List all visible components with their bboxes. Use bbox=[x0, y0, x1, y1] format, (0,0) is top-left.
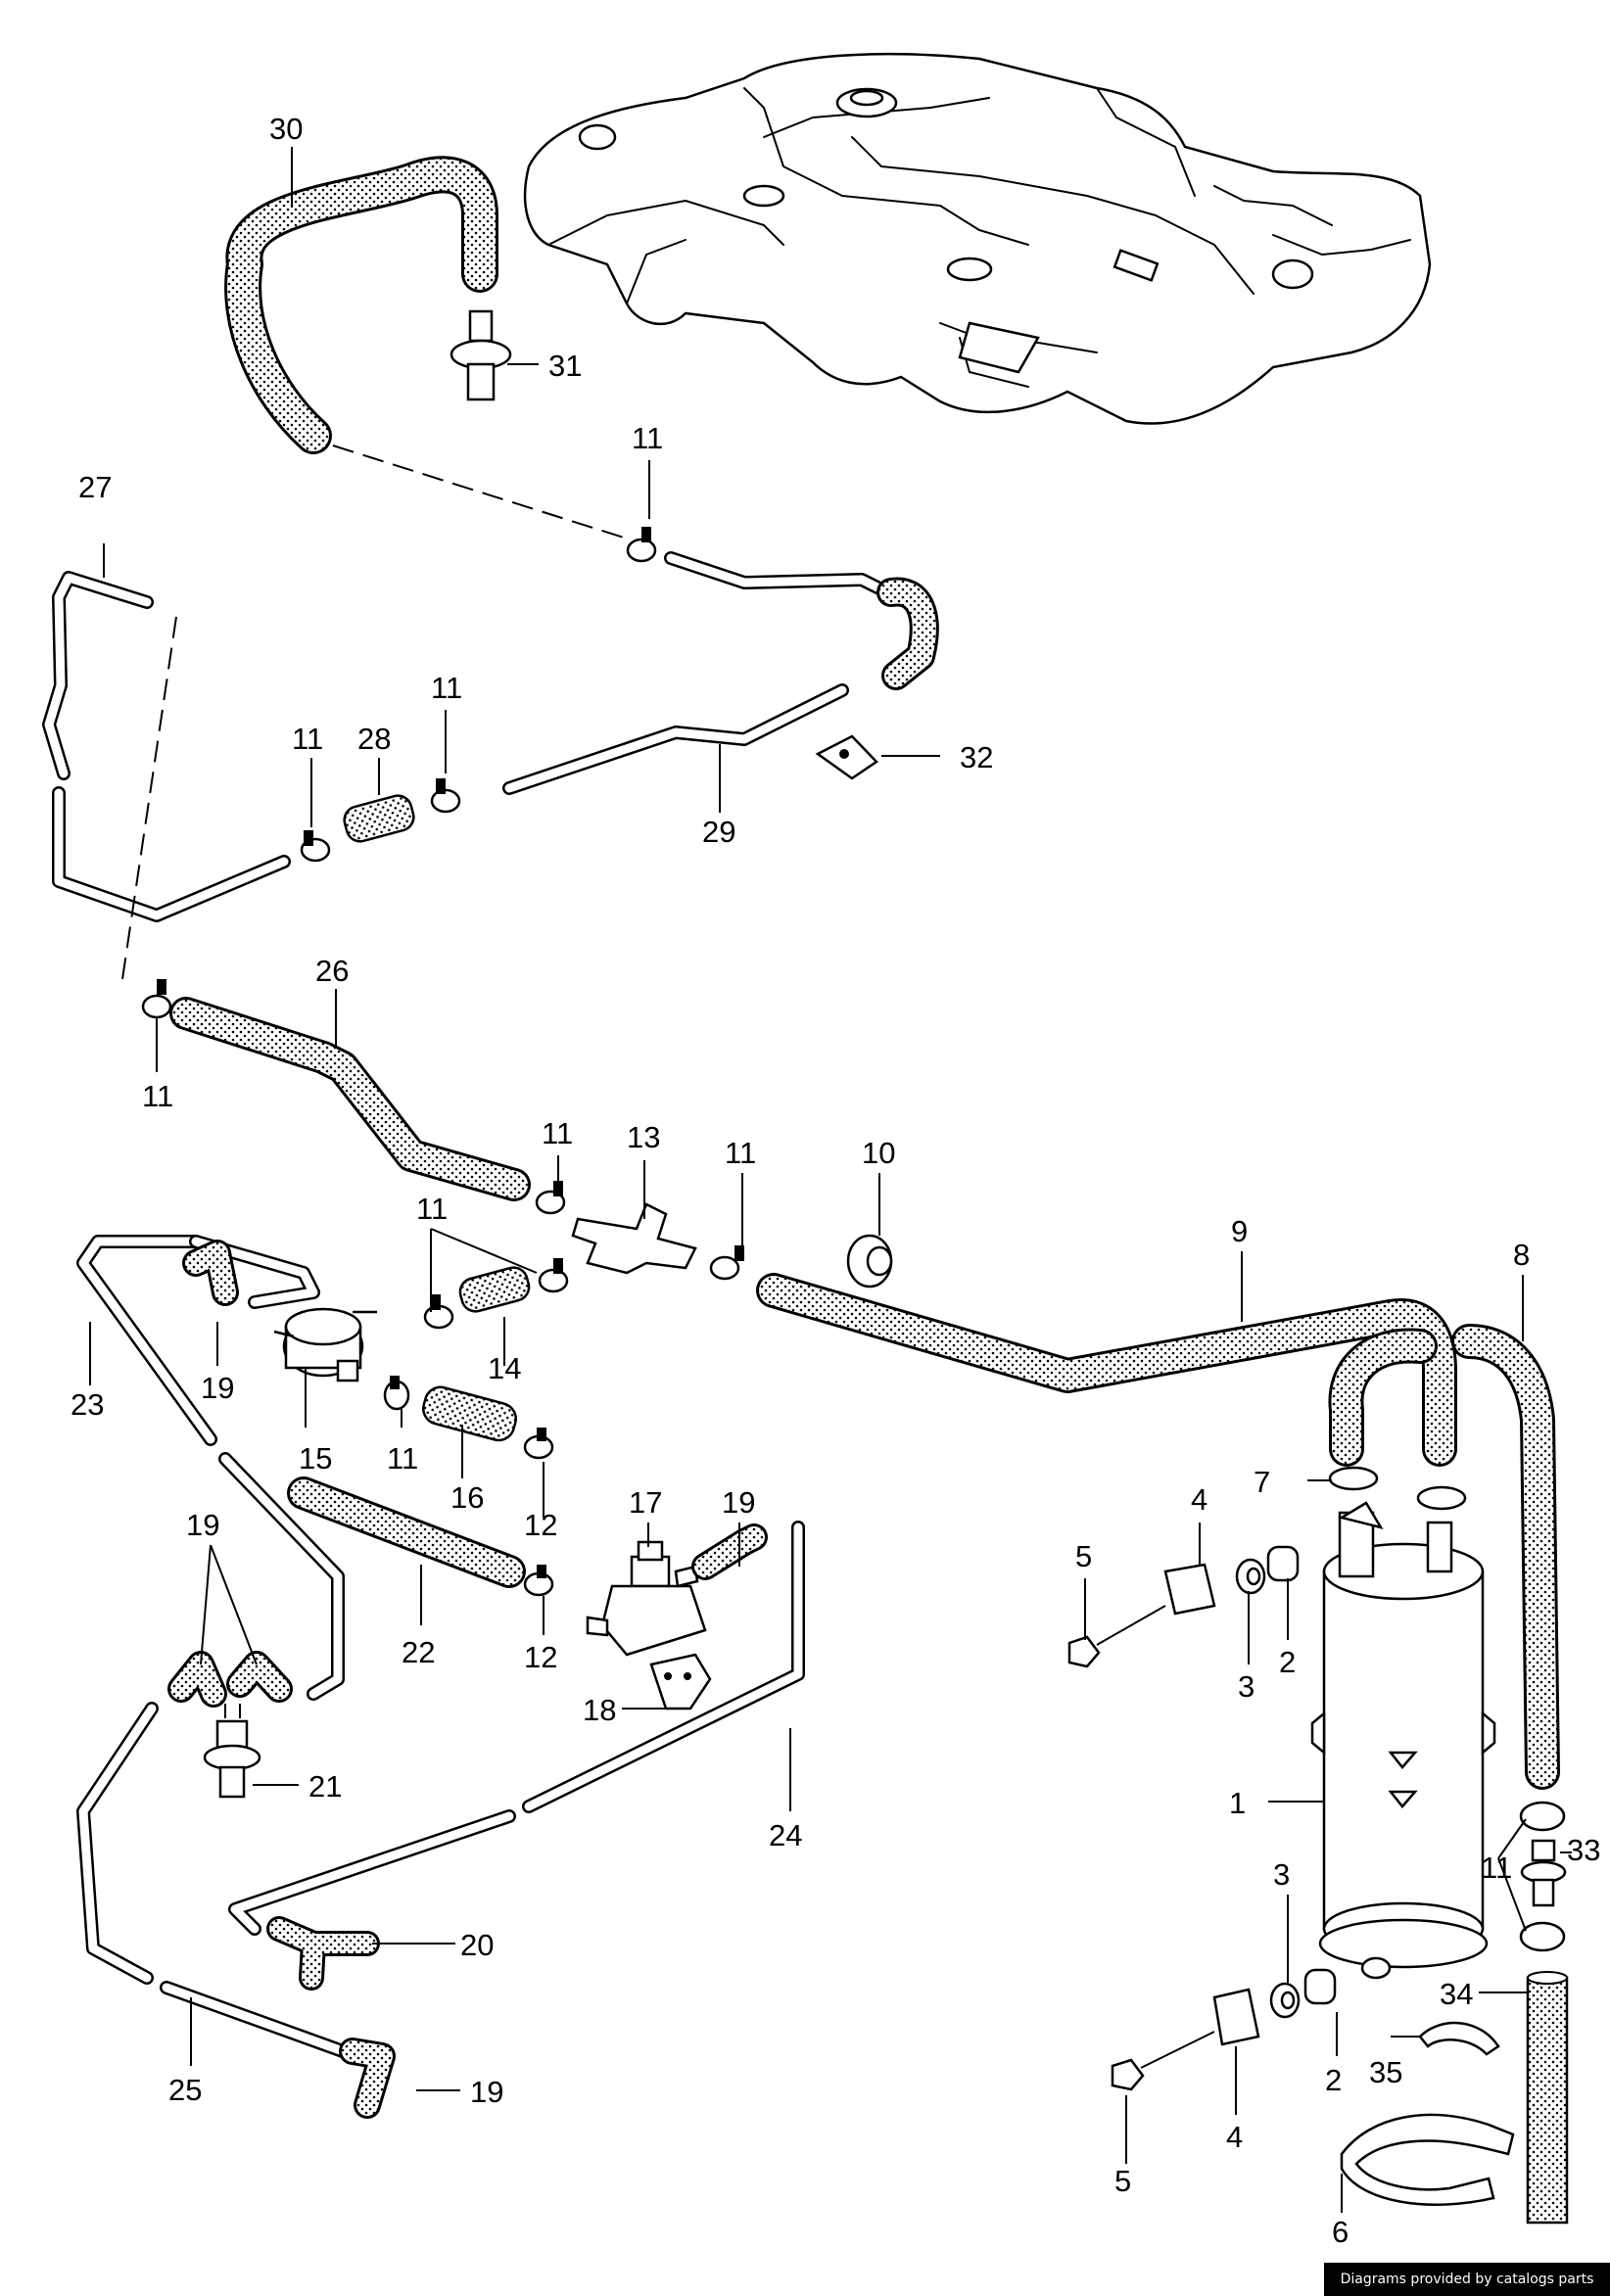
pipe-23 bbox=[76, 1235, 345, 1701]
callout-5: 5 bbox=[1075, 1539, 1092, 1573]
hose-16 bbox=[422, 1385, 517, 1442]
callout-21: 21 bbox=[308, 1769, 342, 1804]
callout-labels: 30 31 11 27 11 11 28 29 32 26 11 11 13 1… bbox=[71, 112, 1600, 2249]
callout-18: 18 bbox=[583, 1693, 616, 1727]
valve-21 bbox=[203, 1704, 261, 1799]
callout-1: 1 bbox=[1229, 1786, 1246, 1820]
clip-7 bbox=[1328, 1466, 1467, 1511]
callout-19: 19 bbox=[186, 1508, 219, 1542]
callout-11: 11 bbox=[1481, 1851, 1512, 1885]
pipe-29 bbox=[502, 551, 939, 795]
callout-3: 3 bbox=[1273, 1857, 1290, 1892]
callout-8: 8 bbox=[1513, 1238, 1530, 1272]
callout-19: 19 bbox=[201, 1371, 234, 1405]
hose-8 bbox=[1451, 1324, 1560, 1790]
leader-lines bbox=[89, 147, 1572, 2213]
hose-28 bbox=[343, 794, 415, 843]
callout-11: 11 bbox=[542, 1116, 573, 1150]
callout-35: 35 bbox=[1369, 2055, 1402, 2089]
callout-27: 27 bbox=[78, 470, 112, 504]
callout-10: 10 bbox=[862, 1136, 895, 1170]
grommet-10 bbox=[846, 1234, 893, 1289]
hose-30 bbox=[224, 156, 498, 454]
hose-26 bbox=[169, 997, 531, 1201]
pipe-24 bbox=[228, 1521, 805, 1936]
hose-22 bbox=[287, 1476, 526, 1588]
callout-11: 11 bbox=[292, 722, 323, 756]
valve-33 bbox=[1520, 1839, 1567, 1907]
callout-29: 29 bbox=[702, 815, 735, 849]
callout-7: 7 bbox=[1254, 1465, 1270, 1499]
callout-23: 23 bbox=[71, 1387, 104, 1422]
callout-16: 16 bbox=[450, 1480, 484, 1515]
callout-13: 13 bbox=[627, 1120, 660, 1154]
callout-30: 30 bbox=[269, 112, 303, 146]
hose-34 bbox=[1526, 1971, 1569, 2225]
callout-28: 28 bbox=[357, 722, 391, 756]
callout-17: 17 bbox=[629, 1485, 662, 1520]
callout-11: 11 bbox=[142, 1079, 173, 1113]
clip-4 bbox=[1163, 1563, 1260, 2046]
dashed-connector bbox=[332, 445, 628, 539]
fuel-tank bbox=[523, 52, 1432, 425]
callout-31: 31 bbox=[548, 349, 582, 383]
callout-14: 14 bbox=[488, 1351, 521, 1385]
hose-clamp bbox=[141, 527, 1566, 1952]
callout-2: 2 bbox=[1279, 1645, 1296, 1679]
callout-33: 33 bbox=[1567, 1833, 1600, 1867]
callout-9: 9 bbox=[1231, 1214, 1248, 1248]
hose-14 bbox=[458, 1266, 531, 1313]
screw-5 bbox=[1067, 1605, 1215, 2091]
callout-32: 32 bbox=[960, 740, 993, 774]
callout-5: 5 bbox=[1114, 2164, 1131, 2198]
callout-11: 11 bbox=[725, 1136, 756, 1170]
callout-6: 6 bbox=[1332, 2215, 1349, 2249]
callout-25: 25 bbox=[168, 2073, 202, 2107]
callout-3: 3 bbox=[1238, 1669, 1255, 1704]
bracket-18 bbox=[649, 1653, 712, 1710]
credit-banner: Diagrams provided by catalogs parts bbox=[1324, 2263, 1610, 2296]
callout-22: 22 bbox=[402, 1635, 435, 1669]
callout-4: 4 bbox=[1226, 2120, 1243, 2154]
callout-15: 15 bbox=[299, 1441, 332, 1476]
callout-26: 26 bbox=[315, 954, 349, 988]
callout-11: 11 bbox=[416, 1192, 448, 1226]
hose-9 bbox=[756, 1273, 1457, 1467]
callout-20: 20 bbox=[460, 1928, 494, 1962]
dashed-connector bbox=[121, 616, 177, 980]
callout-34: 34 bbox=[1440, 1977, 1473, 2011]
pipe-27 bbox=[42, 571, 291, 922]
t-piece-13 bbox=[571, 1202, 697, 1275]
clip-32 bbox=[815, 734, 878, 780]
regulator-17 bbox=[586, 1540, 707, 1657]
callout-11: 11 bbox=[632, 421, 663, 455]
callout-2: 2 bbox=[1325, 2063, 1342, 2097]
strap-35 bbox=[1418, 2021, 1500, 2056]
callout-24: 24 bbox=[769, 1818, 802, 1852]
callout-11: 11 bbox=[431, 671, 462, 705]
canister-1 bbox=[1310, 1501, 1496, 1980]
callout-12: 12 bbox=[524, 1508, 557, 1542]
callout-4: 4 bbox=[1191, 1482, 1208, 1517]
pipe-25 bbox=[76, 1702, 350, 2058]
y-piece-20 bbox=[266, 1916, 380, 1991]
callout-19: 19 bbox=[722, 1485, 755, 1520]
washer-3 bbox=[1235, 1558, 1301, 2019]
spacer-2 bbox=[1266, 1545, 1337, 2005]
valve-31 bbox=[450, 309, 512, 401]
callout-19: 19 bbox=[470, 2075, 503, 2109]
strap-6 bbox=[1340, 2113, 1515, 2206]
callout-11: 11 bbox=[387, 1441, 418, 1476]
callout-12: 12 bbox=[524, 1640, 557, 1674]
damper-15 bbox=[273, 1307, 377, 1382]
